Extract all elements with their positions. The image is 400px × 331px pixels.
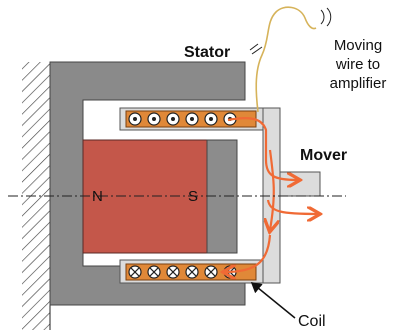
coil-turn-dot-mark [190,117,194,121]
flux-arrow-middle [270,149,274,230]
coil-turn-cross-mark [149,267,159,277]
moving-wire [255,6,317,113]
wire-motion-mark-1 [320,9,325,25]
moving-wire-label-line-1: Moving [334,37,382,54]
wire-motion-mark-2 [326,7,332,27]
coil-turn-dot-mark [133,117,137,121]
flux-arrow-top [227,117,298,180]
coil-top-turns [128,112,237,126]
mover-shaft [279,171,321,197]
coil-turn-cross-mark [168,267,178,277]
north-pole-label: N [92,188,103,205]
flux-arrow-lower [225,234,272,272]
moving-wire-label-line-3: amplifier [330,75,387,92]
coil-turn-dot-mark [209,117,213,121]
mover-label: Mover [300,147,347,164]
moving-wire-label-line-2: wire to [335,56,380,73]
coil-turn-cross-mark [187,267,197,277]
coil-pointer [250,282,296,319]
flux-arrow-bottom [266,199,318,214]
coil-label: Coil [298,313,326,330]
stator-wire-mark-1 [249,43,259,51]
south-pole-label: S [188,188,198,205]
coil-turn-dot-mark [171,117,175,121]
stator-wire-mark-2 [251,46,263,55]
stator-label: Stator [184,44,230,61]
coil-turn-cross-mark [130,267,140,277]
coil-turn-cross-mark [206,267,216,277]
coil-turn-dot-mark [152,117,156,121]
